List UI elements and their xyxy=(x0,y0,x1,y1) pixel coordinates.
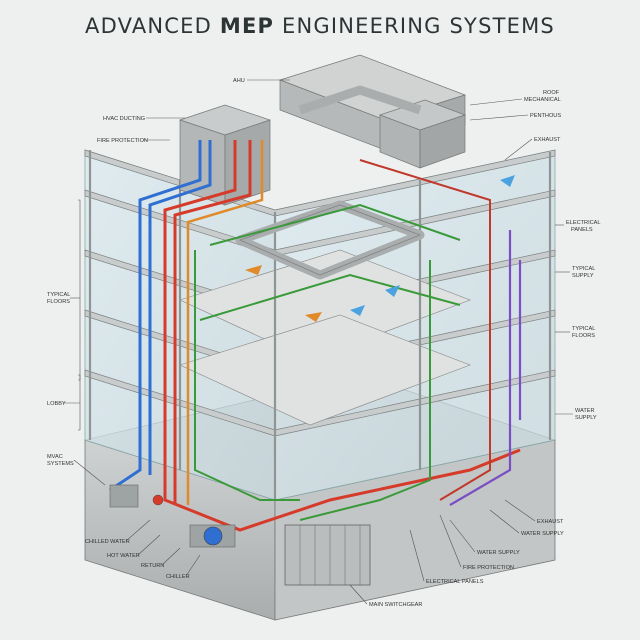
roof-mechanical xyxy=(178,54,467,206)
label-water-supply-right-1: WATER xyxy=(575,408,595,414)
label-roof-2: MECHANICAL xyxy=(524,97,561,103)
hot-water-risers xyxy=(163,140,521,532)
label-hot-water: HOT WATER xyxy=(107,553,140,559)
label-chiller: CHILLER xyxy=(166,574,190,580)
left-labels: AHU HVAC DUCTING FIRE PROTECTION TYPICAL… xyxy=(47,78,290,580)
label-typical-floors-right-2: FLOORS xyxy=(572,333,595,339)
label-mvac-2: SYSTEMS xyxy=(47,461,74,467)
electrical-conduits xyxy=(194,203,461,521)
label-penthouse: PENTHOUS xyxy=(530,113,561,119)
label-electrical-panels-right-2: PANELS xyxy=(571,227,593,233)
label-roof-1: ROOF xyxy=(543,90,560,96)
label-fire-protection-bottom: FIRE PROTECTION xyxy=(463,565,514,571)
right-labels: ROOF MECHANICAL PENTHOUS EXHAUST ELECTRI… xyxy=(349,90,601,608)
return-risers xyxy=(186,140,264,505)
label-electrical-panels-right-1: ELECTRICAL xyxy=(566,220,601,226)
chilled-water-risers xyxy=(109,140,212,492)
label-typical-supply-1: TYPICAL xyxy=(572,266,595,272)
columns xyxy=(88,150,552,500)
chiller-equipment xyxy=(109,484,236,548)
label-mvac-1: MVAC xyxy=(47,454,63,460)
airflow-arrows xyxy=(245,175,515,322)
label-main-switchgear: MAIN SWITCHGEAR xyxy=(369,602,422,608)
label-fire-protection-top: FIRE PROTECTION xyxy=(97,138,148,144)
label-typical-floors-left-2: FLOORS xyxy=(47,299,70,305)
fire-protection-risers xyxy=(359,159,491,501)
switchgear-panels xyxy=(284,524,371,586)
cutaway-floor xyxy=(179,249,471,426)
label-ahu: AHU xyxy=(233,78,245,84)
label-water-supply-low: WATER SUPPLY xyxy=(477,550,520,556)
label-chilled-water: CHILLED WATER xyxy=(85,539,130,545)
label-electrical-panels-bottom: ELECTRICAL PANELS xyxy=(426,579,484,585)
hvac-duct-outline xyxy=(239,204,421,276)
label-water-supply-right-2: SUPPLY xyxy=(575,415,597,421)
label-typical-floors-left-1: TYPICAL xyxy=(47,292,70,298)
label-typical-supply-2: SUPPLY xyxy=(572,273,594,279)
label-exhaust-bottom: EXHAUST xyxy=(537,519,564,525)
page-title: ADVANCED MEP ENGINEERING SYSTEMS xyxy=(85,14,555,38)
label-lobby: LOBBY xyxy=(47,401,66,407)
label-hvac-ducting: HVAC DUCTING xyxy=(103,116,145,122)
label-water-supply-bottom: WATER SUPPLY xyxy=(521,531,564,537)
label-exhaust-top: EXHAUST xyxy=(534,137,561,143)
label-typical-floors-right-1: TYPICAL xyxy=(572,326,595,332)
label-return: RETURN xyxy=(141,563,164,569)
water-supply-risers xyxy=(449,230,522,506)
